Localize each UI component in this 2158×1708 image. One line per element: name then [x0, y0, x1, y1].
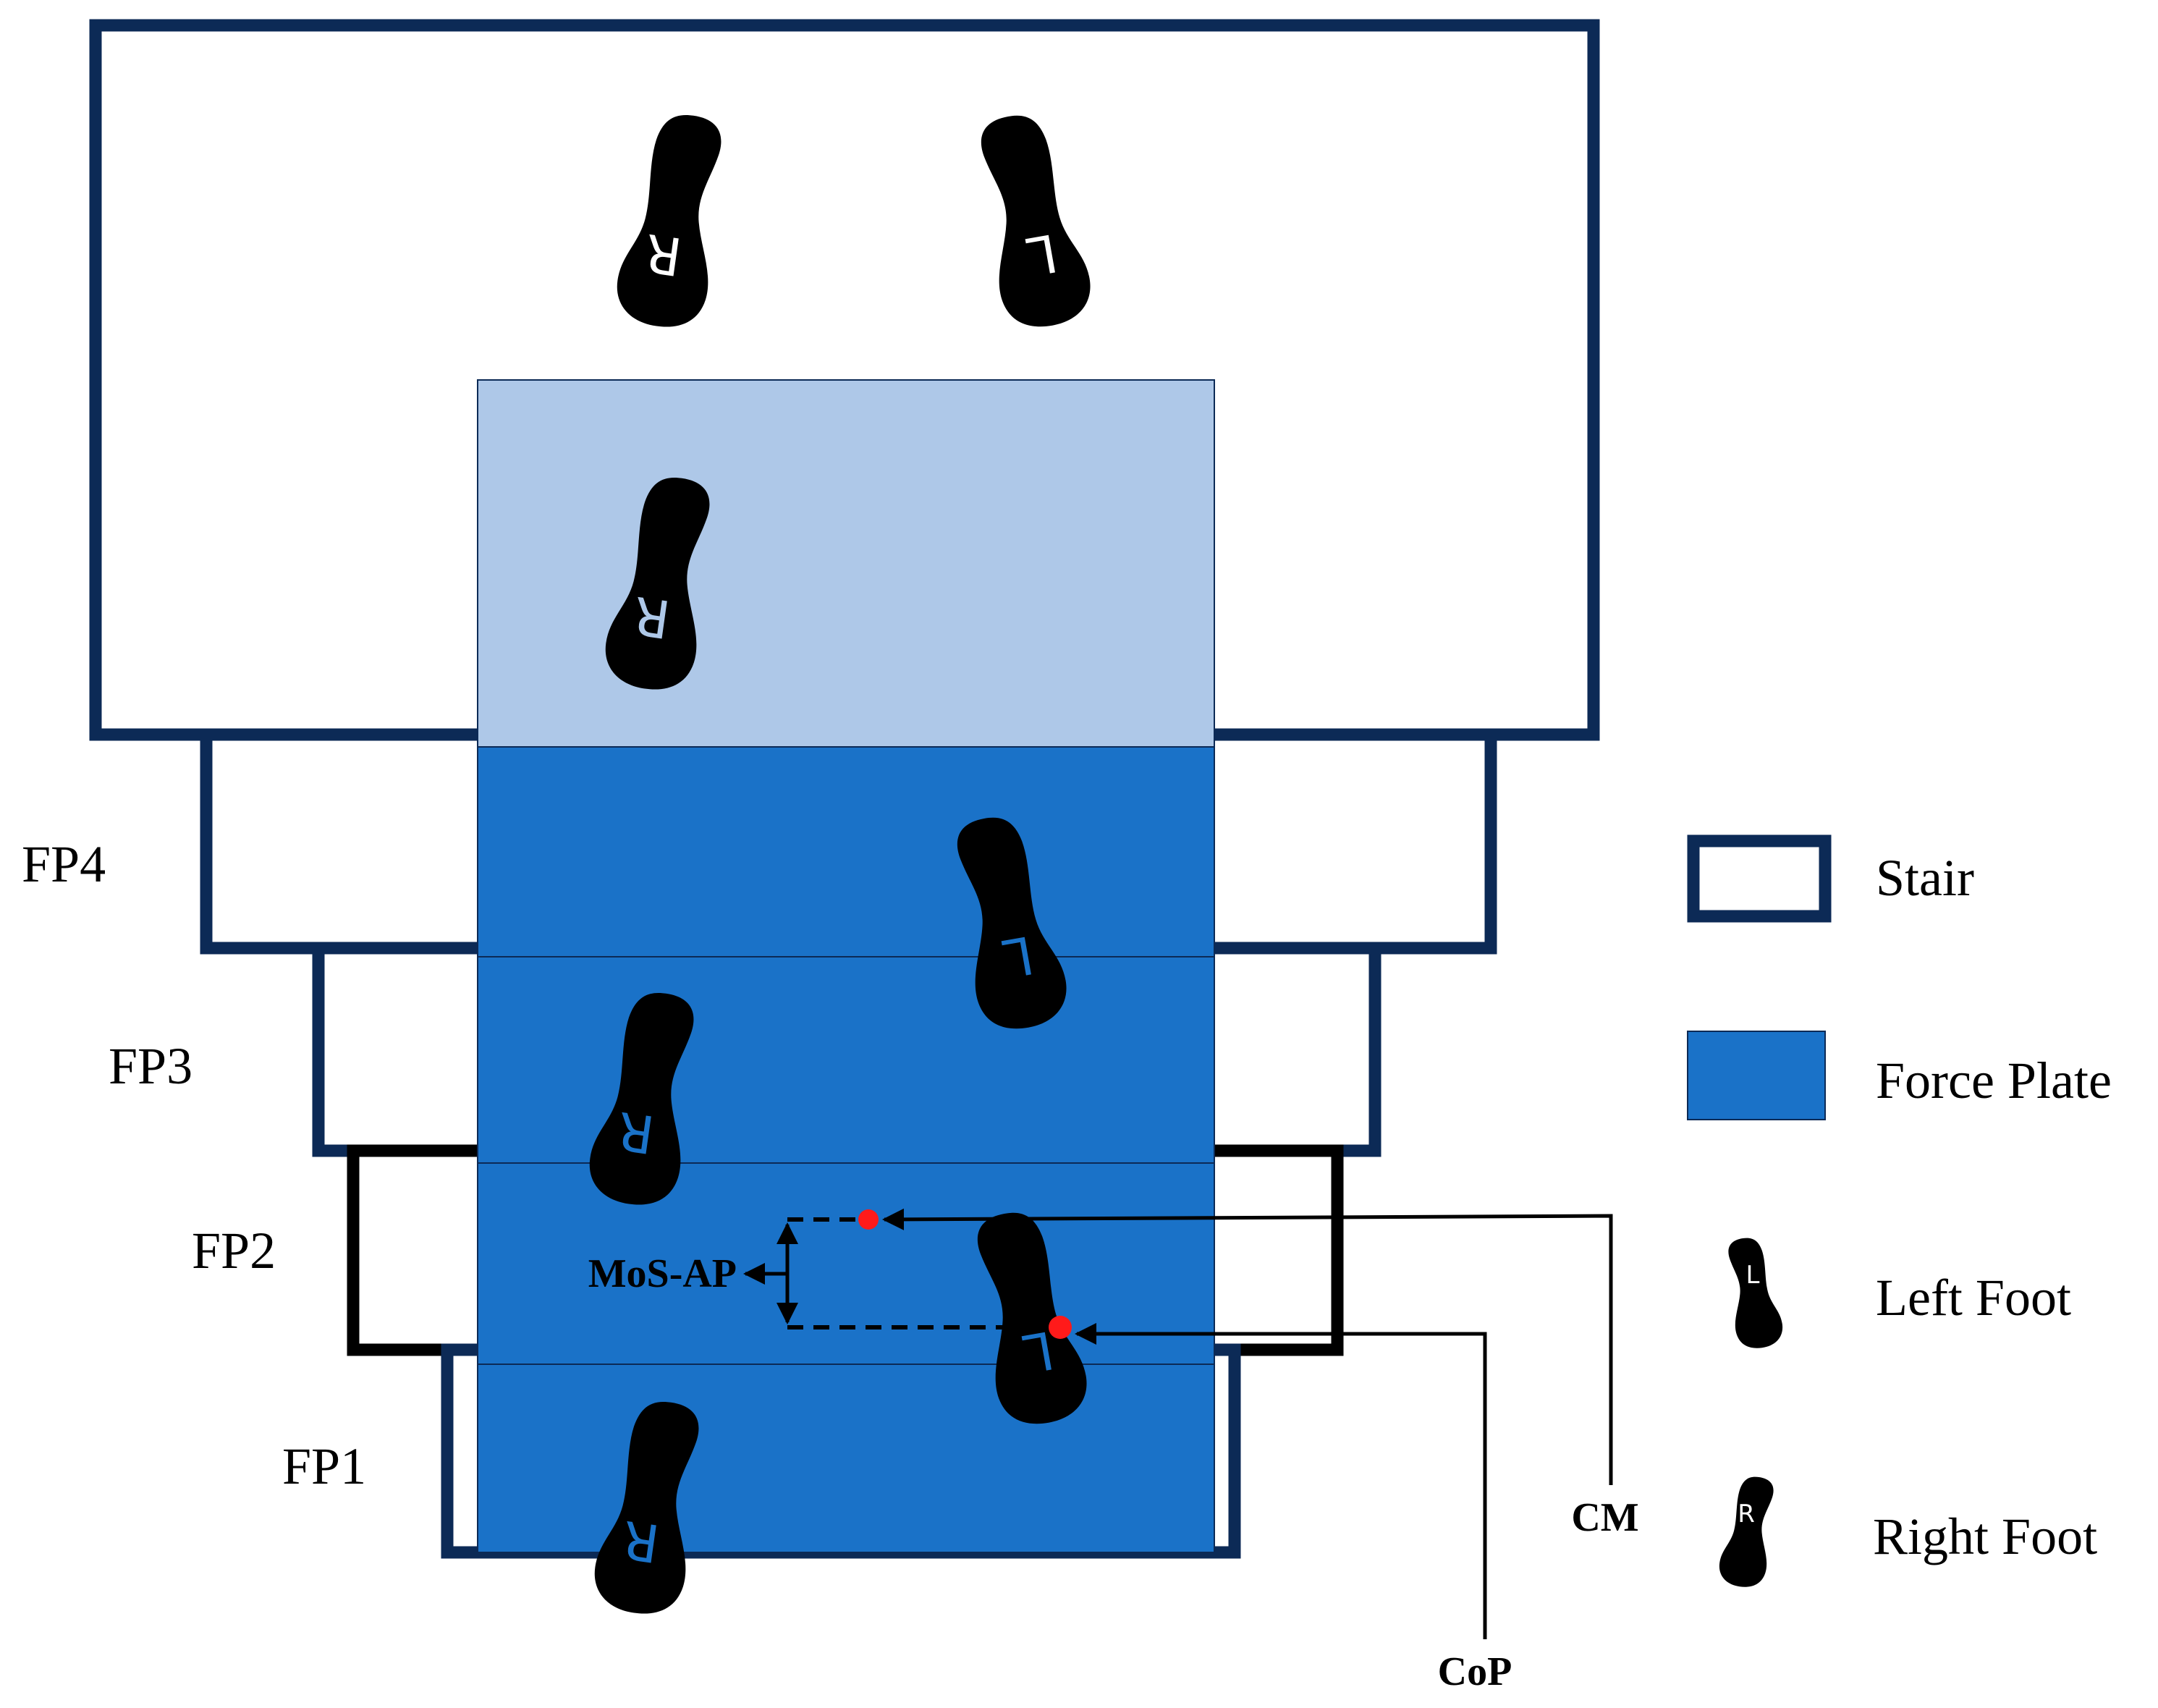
left-foot-icon — [977, 1212, 1087, 1424]
fp1-label: FP1 — [282, 1437, 366, 1495]
right-foot-icon — [605, 478, 710, 690]
force-plate-fp4 — [477, 746, 1215, 957]
cop-label: CoP — [1438, 1649, 1512, 1694]
force-plate-fp1 — [477, 1364, 1215, 1553]
fp2-label: FP2 — [192, 1222, 276, 1280]
right-foot-icon — [617, 115, 722, 327]
fp3-label: FP3 — [109, 1037, 192, 1095]
legend-stair-swatch — [1687, 834, 1832, 923]
left-foot-legend-letter: L — [1746, 1261, 1760, 1290]
legend-force-plate-label: Force Plate — [1876, 1052, 2112, 1109]
mos-ap-label: MoS-AP — [588, 1251, 737, 1296]
right-foot-legend-letter: R — [1738, 1500, 1755, 1529]
cop-leader-line — [1075, 1323, 1487, 1639]
left-foot-icon — [981, 115, 1091, 327]
top-plate — [477, 379, 1215, 748]
cop-marker — [1049, 1316, 1072, 1339]
legend-left-foot-label: Left Foot — [1876, 1269, 2071, 1327]
left-foot-icon — [957, 817, 1067, 1029]
legend-stair-label: Stair — [1876, 849, 1974, 907]
legend-left-foot-icon: L — [1728, 1238, 1783, 1348]
force-plate-fp3 — [477, 956, 1215, 1164]
legend-right-foot-label: Right Foot — [1873, 1508, 2097, 1565]
right-foot-letter: R — [614, 1100, 658, 1165]
fp4-label: FP4 — [22, 835, 106, 893]
legend: Stair Force Plate L Left Foot R Right Fo… — [1687, 834, 2112, 1587]
right-foot-letter: R — [630, 585, 674, 650]
right-foot-letter: R — [641, 222, 685, 287]
cm-label: CM — [1571, 1495, 1638, 1540]
cm-marker — [858, 1209, 879, 1230]
right-foot-letter: R — [619, 1509, 663, 1574]
legend-force-plate-swatch — [1687, 1031, 1826, 1120]
right-foot-icon — [589, 993, 694, 1205]
cm-leader-line — [882, 1208, 1613, 1485]
right-foot-icon — [594, 1402, 699, 1614]
legend-right-foot-icon: R — [1719, 1476, 1774, 1587]
